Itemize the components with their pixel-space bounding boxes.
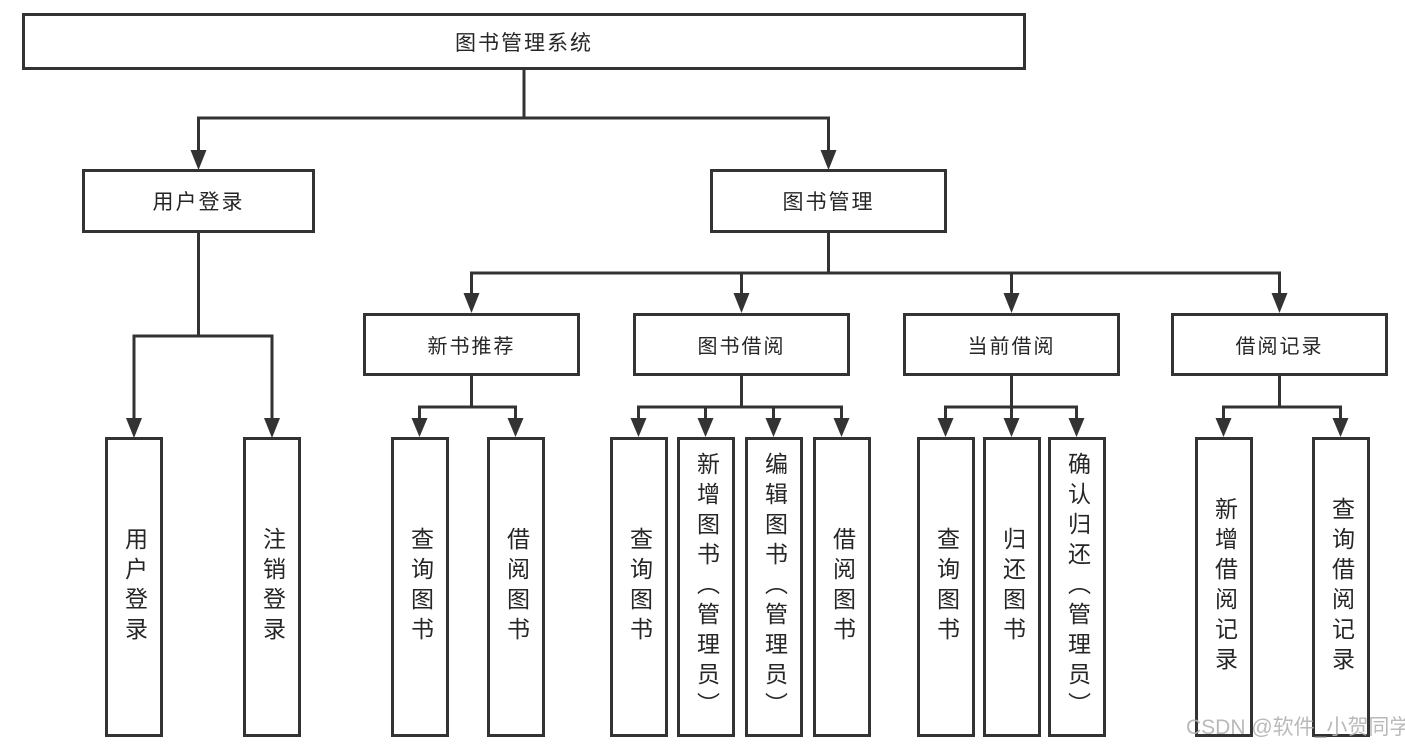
leaf-label: 查询借阅记录 (1328, 497, 1355, 677)
connector-records-to-leaves (1215, 376, 1349, 437)
leaf-label: 注销登录 (259, 527, 286, 647)
arrowhead-icon (507, 418, 524, 437)
node-label: 借阅记录 (1235, 336, 1324, 358)
arrowhead-icon (190, 150, 207, 170)
leaf-return-books: 归还图书 (983, 437, 1041, 737)
connector-recommend-to-leaves (411, 376, 524, 437)
leaf-label: 借阅图书 (503, 527, 530, 647)
arrowhead-icon (411, 418, 428, 437)
arrowhead-icon (1215, 418, 1232, 437)
node-current-borrow: 当前借阅 (903, 313, 1120, 376)
node-user-login: 用户登录 (82, 169, 315, 233)
leaf-borrow-books-recommend: 借阅图书 (487, 437, 545, 737)
leaf-query-borrow-record: 查询借阅记录 (1312, 437, 1370, 737)
leaf-add-books-admin: 新增图书（管理员） (677, 437, 735, 737)
leaf-label: 查询图书 (933, 527, 960, 647)
leaf-label: 编辑图书（管理员） (761, 452, 788, 722)
arrowhead-icon (833, 418, 850, 437)
leaf-borrow-books: 借阅图书 (813, 437, 871, 737)
node-label: 新书推荐 (427, 336, 516, 358)
arrowhead-icon (126, 418, 142, 438)
leaf-label: 确认归还（管理员） (1064, 452, 1091, 722)
leaf-label: 用户登录 (121, 527, 148, 647)
leaf-label: 新增借阅记录 (1211, 497, 1238, 677)
csdn-watermark: CSDN @软件_小贺同学 (1186, 716, 1405, 739)
connector-login-to-leaves (126, 233, 280, 438)
node-label: 图书管理系统 (455, 31, 593, 55)
leaf-add-borrow-record: 新增借阅记录 (1195, 437, 1253, 737)
leaf-label: 查询图书 (407, 527, 434, 647)
connector-borrow-to-leaves (630, 376, 850, 437)
node-new-book-recommend: 新书推荐 (363, 313, 580, 376)
arrowhead-icon (264, 418, 280, 438)
leaf-query-books-borrow: 查询图书 (610, 437, 668, 737)
node-borrow-records: 借阅记录 (1171, 313, 1388, 376)
node-label: 图书借阅 (697, 336, 786, 358)
node-label: 用户登录 (152, 191, 245, 214)
arrowhead-icon (937, 418, 954, 437)
arrowhead-icon (820, 150, 837, 170)
arrowhead-icon (463, 293, 480, 313)
leaf-confirm-return-admin: 确认归还（管理员） (1048, 437, 1106, 737)
leaf-label: 归还图书 (999, 527, 1026, 647)
arrowhead-icon (765, 418, 782, 437)
arrowhead-icon (1332, 418, 1349, 437)
node-label: 当前借阅 (967, 336, 1056, 358)
leaf-query-books-current: 查询图书 (917, 437, 975, 737)
leaf-label: 新增图书（管理员） (693, 452, 720, 722)
connector-current-to-leaves (937, 376, 1085, 437)
arrowhead-icon (1003, 418, 1020, 437)
arrowhead-icon (1271, 293, 1288, 313)
leaf-edit-books-admin: 编辑图书（管理员） (745, 437, 803, 737)
connector-mgmt-to-level3 (463, 233, 1288, 313)
leaf-user-login: 用户登录 (105, 437, 163, 737)
node-book-borrow: 图书借阅 (633, 313, 850, 376)
leaf-label: 查询图书 (626, 527, 653, 647)
arrowhead-icon (733, 293, 750, 313)
leaf-label: 借阅图书 (829, 527, 856, 647)
leaf-query-books-recommend: 查询图书 (391, 437, 449, 737)
node-book-management: 图书管理 (710, 169, 947, 233)
arrowhead-icon (630, 418, 647, 437)
node-root-system: 图书管理系统 (22, 13, 1026, 70)
arrowhead-icon (1003, 293, 1020, 313)
leaf-logout: 注销登录 (243, 437, 301, 737)
arrowhead-icon (697, 418, 714, 437)
node-label: 图书管理 (782, 191, 875, 214)
connector-root-to-level2 (190, 70, 837, 170)
arrowhead-icon (1068, 418, 1085, 437)
